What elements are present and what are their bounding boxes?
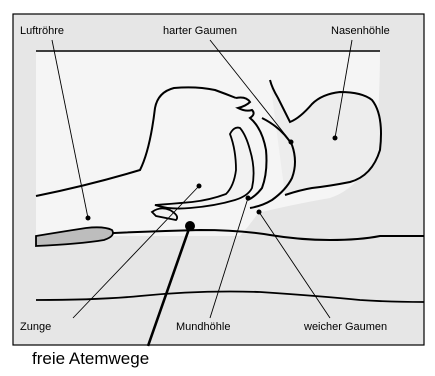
label-tongue: Zunge [20, 321, 51, 333]
label-trachea: Luftröhre [20, 25, 64, 37]
label-hard-palate: harter Gaumen [163, 25, 237, 37]
label-nasal-cavity: Nasenhöhle [331, 25, 390, 37]
label-oral-cavity: Mundhöhle [176, 321, 230, 333]
label-soft-palate: weicher Gaumen [303, 321, 387, 333]
label-airway: freie Atemwege [32, 349, 149, 368]
